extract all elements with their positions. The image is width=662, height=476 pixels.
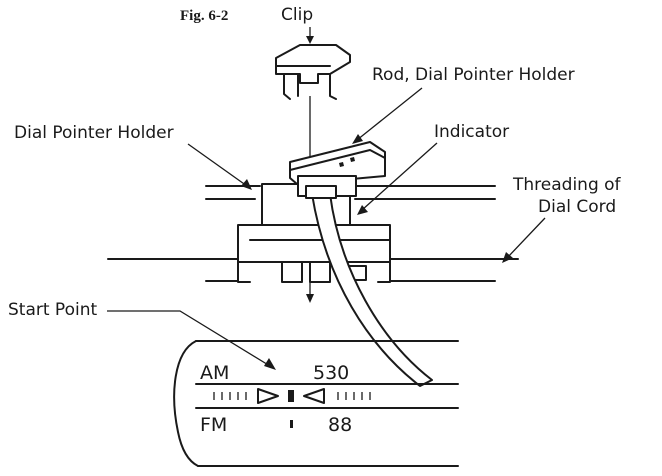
rod-top-edge bbox=[289, 149, 386, 171]
clip-insertion-arrowhead bbox=[306, 294, 314, 303]
start-marker-left-triangle bbox=[303, 388, 325, 404]
clip-legs bbox=[283, 73, 337, 100]
threading-leader-arrowhead bbox=[502, 252, 513, 263]
rod-leader-arrowhead bbox=[352, 134, 363, 144]
scale-ticks-left bbox=[213, 392, 247, 400]
figure-number: Fig. 6-2 bbox=[180, 8, 228, 24]
clip-body bbox=[275, 44, 351, 84]
start-marker-right-triangle bbox=[257, 388, 279, 404]
dial-pointer-rail bbox=[205, 185, 496, 282]
label-threading-line-1: Threading of bbox=[512, 175, 622, 195]
scale-center-rails bbox=[195, 383, 459, 409]
start-point-leader-arrowhead bbox=[264, 358, 276, 370]
holder-leader-arrowhead bbox=[241, 179, 252, 190]
rod-holes bbox=[339, 157, 355, 167]
label-threading-line-2: Dial Cord bbox=[538, 197, 616, 217]
clip-part bbox=[275, 44, 351, 100]
scale-left-curve bbox=[173, 340, 199, 467]
label-rod-dial-pointer-holder: Rod, Dial Pointer Holder bbox=[372, 65, 575, 85]
indicator-cap bbox=[305, 185, 337, 199]
rod-dial-pointer-holder bbox=[289, 141, 386, 197]
start-point-mark bbox=[288, 390, 294, 402]
am-band-label: AM bbox=[200, 362, 229, 384]
fm-start-mark bbox=[290, 420, 293, 428]
am-value-label: 530 bbox=[313, 362, 349, 384]
label-indicator: Indicator bbox=[434, 122, 509, 142]
scale-ticks-right bbox=[337, 392, 371, 400]
dial-scale: AM 530 FM 88 bbox=[173, 340, 459, 467]
holder-leader bbox=[187, 143, 248, 187]
indicator-pointer bbox=[305, 185, 433, 387]
label-clip: Clip bbox=[281, 5, 313, 25]
label-start-point: Start Point bbox=[8, 300, 97, 320]
holder-slots bbox=[281, 261, 331, 283]
holder-feet bbox=[237, 261, 391, 283]
leader-lines bbox=[107, 27, 546, 370]
indicator-leader-arrowhead bbox=[357, 205, 368, 215]
start-point-leader bbox=[107, 310, 271, 367]
indicator-shaft bbox=[311, 193, 433, 387]
rod-leader bbox=[356, 87, 423, 141]
clip-leader-arrowhead bbox=[306, 36, 314, 44]
threading-leader bbox=[506, 217, 546, 259]
fm-band-label: FM bbox=[200, 414, 227, 436]
label-dial-pointer-holder: Dial Pointer Holder bbox=[14, 123, 174, 143]
fm-value-label: 88 bbox=[328, 414, 352, 436]
holder-base bbox=[237, 224, 391, 263]
